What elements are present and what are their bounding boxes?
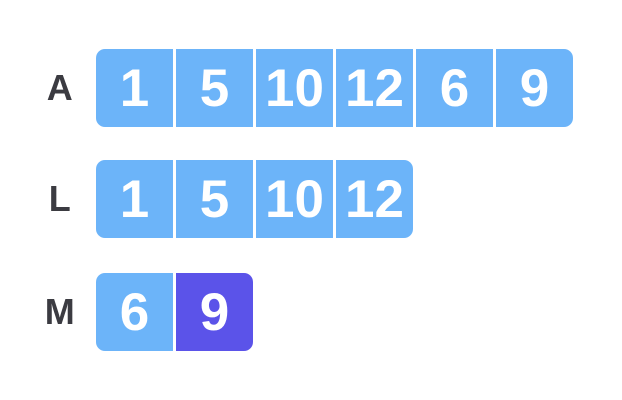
array-cells-l: 1 5 10 12: [96, 160, 413, 238]
array-cell: 10: [256, 49, 333, 127]
array-cell: 9: [496, 49, 573, 127]
array-cell: 12: [336, 160, 413, 238]
array-row-l: L 1 5 10 12: [24, 160, 413, 238]
array-row-m: M 6 9: [24, 273, 253, 351]
array-cell: 5: [176, 49, 253, 127]
array-cell: 10: [256, 160, 333, 238]
array-cells-m: 6 9: [96, 273, 253, 351]
array-label-a: A: [46, 67, 74, 108]
array-cells-a: 1 5 10 12 6 9: [96, 49, 573, 127]
array-label-l: L: [48, 178, 72, 219]
array-cell: 1: [96, 160, 173, 238]
array-cell: 6: [416, 49, 493, 127]
array-cell: 1: [96, 49, 173, 127]
array-cell: 6: [96, 273, 173, 351]
array-cell: 9: [176, 273, 253, 351]
array-row-a: A 1 5 10 12 6 9: [24, 49, 573, 127]
array-label-m: M: [44, 291, 76, 332]
array-cell: 5: [176, 160, 253, 238]
array-cell: 12: [336, 49, 413, 127]
